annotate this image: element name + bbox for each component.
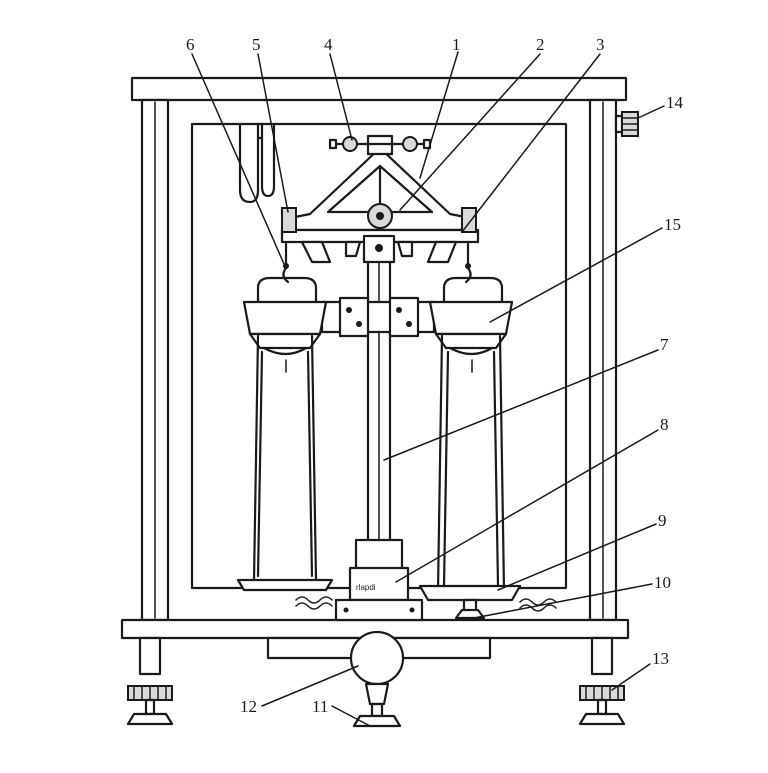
label-12: 12 bbox=[240, 697, 257, 716]
label-11: 11 bbox=[312, 697, 328, 716]
leader-lines bbox=[191, 51, 665, 727]
left-foot bbox=[126, 636, 174, 726]
left-pan-assembly bbox=[236, 242, 334, 592]
label-6: 6 bbox=[186, 35, 195, 54]
label-9: 9 bbox=[658, 511, 667, 530]
scale-plate bbox=[348, 566, 410, 602]
side-knob bbox=[614, 111, 639, 137]
labels: 1 2 3 4 5 6 7 8 9 10 11 12 13 14 15 bbox=[186, 35, 684, 716]
label-14: 14 bbox=[666, 93, 684, 112]
label-1: 1 bbox=[452, 35, 461, 54]
center-knob bbox=[349, 630, 405, 728]
right-foot-leveling-screw bbox=[578, 636, 626, 726]
label-2: 2 bbox=[536, 35, 545, 54]
label-15: 15 bbox=[664, 215, 681, 234]
label-5: 5 bbox=[252, 35, 261, 54]
label-8: 8 bbox=[660, 415, 669, 434]
right-pan-assembly bbox=[418, 242, 522, 620]
label-13: 13 bbox=[652, 649, 669, 668]
label-10: 10 bbox=[654, 573, 671, 592]
top-plate bbox=[130, 76, 628, 102]
label-7: 7 bbox=[660, 335, 669, 354]
scale-plate-text: rlapdi bbox=[356, 583, 376, 592]
balance-beam bbox=[280, 134, 480, 264]
cabinet-frame bbox=[120, 76, 630, 660]
label-4: 4 bbox=[324, 35, 333, 54]
crossbar bbox=[320, 296, 436, 338]
label-3: 3 bbox=[596, 35, 605, 54]
tweezers-holder bbox=[238, 122, 276, 204]
weighing-pan bbox=[428, 300, 514, 336]
